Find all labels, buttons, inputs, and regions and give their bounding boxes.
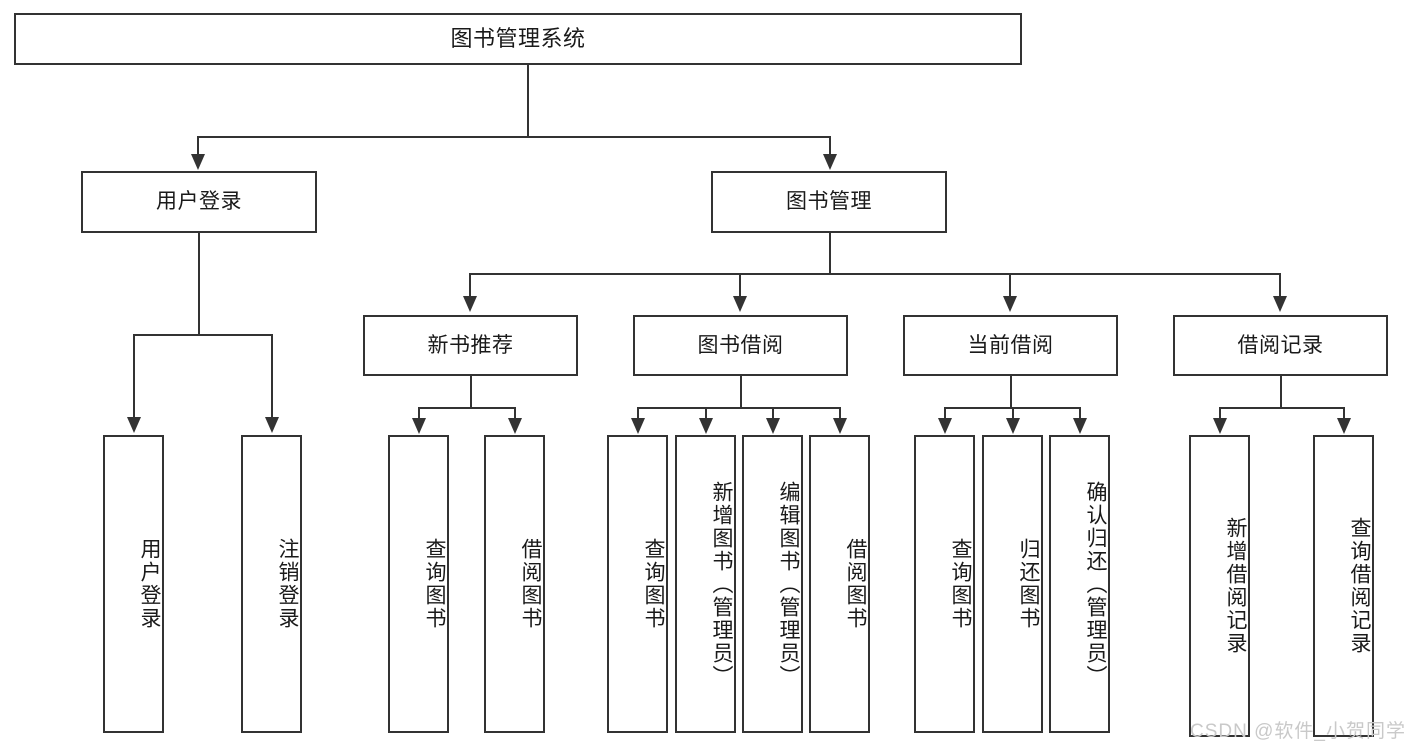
node-leaf-add-borrow-record[interactable]: 新增借阅记录 [1189,435,1250,737]
arrowhead-leaf-add-record [1213,418,1227,434]
node-leaf-query-book-current[interactable]: 查询图书 [914,435,975,733]
connector-user-login-drop-2 [271,334,273,418]
node-label: 查询图书 [642,538,665,630]
node-leaf-confirm-return-admin[interactable]: 确认归还（管理员） [1049,435,1110,733]
node-label: 查询图书 [949,538,972,630]
connector-book-borrow-bar [637,407,841,409]
node-root-book-management-system[interactable]: 图书管理系统 [14,13,1022,65]
arrowhead-book-borrow [733,296,747,312]
node-label: 查询图书 [423,538,446,630]
connector-br-drop-2 [1343,407,1345,419]
watermark-credit: CSDN @软件_小贺同学 [1190,721,1405,742]
arrowhead-leaf-user-logout [265,417,279,433]
node-leaf-borrow-book-recommend[interactable]: 借阅图书 [484,435,545,733]
connector-bb-drop-1 [637,407,639,419]
node-label: 新书推荐 [427,333,514,357]
node-label: 用户登录 [156,190,242,214]
connector-book-management-stem [829,233,831,275]
node-label: 图书管理系统 [450,25,586,51]
node-label: 借阅图书 [519,538,542,630]
connector-new-book-recommend-stem [470,376,472,408]
connector-bb-drop-2 [705,407,707,419]
connector-to-current-borrow [1009,273,1011,297]
arrowhead-leaf-user-login [127,417,141,433]
connector-to-borrow-record [1279,273,1281,297]
node-current-borrow[interactable]: 当前借阅 [903,315,1118,376]
connector-cb-drop-3 [1079,407,1081,419]
connector-br-drop-1 [1219,407,1221,419]
node-label: 用户登录 [138,538,161,630]
node-label: 新增图书（管理员） [710,480,733,688]
connector-to-book-management [829,136,831,156]
connector-borrow-record-bar [1219,407,1345,409]
arrowhead-leaf-add-book [699,418,713,434]
arrowhead-leaf-confirm-return [1073,418,1087,434]
node-leaf-query-book-recommend[interactable]: 查询图书 [388,435,449,733]
connector-level2-bar [197,136,831,138]
node-label: 新增借阅记录 [1224,517,1247,655]
arrowhead-user-login [191,154,205,170]
node-label: 当前借阅 [967,333,1054,357]
node-leaf-query-book-borrow[interactable]: 查询图书 [607,435,668,733]
connector-bb-drop-4 [839,407,841,419]
node-label: 归还图书 [1017,538,1040,630]
connector-to-book-borrow [739,273,741,297]
connector-book-borrow-stem [740,376,742,408]
node-leaf-query-borrow-record[interactable]: 查询借阅记录 [1313,435,1374,737]
connector-new-book-recommend-bar [418,407,516,409]
connector-level3-bar [469,273,1281,275]
connector-bb-drop-3 [772,407,774,419]
node-label: 图书管理 [786,190,872,214]
connector-nbr-drop-1 [418,407,420,419]
node-leaf-add-book-admin[interactable]: 新增图书（管理员） [675,435,736,733]
arrowhead-current-borrow [1003,296,1017,312]
node-leaf-return-book[interactable]: 归还图书 [982,435,1043,733]
arrowhead-new-book-recommend [463,296,477,312]
node-label: 图书借阅 [697,333,784,357]
connector-to-new-book-recommend [469,273,471,297]
arrowhead-leaf-query-book-2 [631,418,645,434]
connector-borrow-record-stem [1280,376,1282,408]
node-label: 确认归还（管理员） [1084,480,1107,688]
connector-user-login-stem [198,233,200,336]
node-book-management[interactable]: 图书管理 [711,171,947,233]
connector-root-stem [527,65,529,137]
connector-user-login-drop-1 [133,334,135,418]
arrowhead-leaf-borrow-book-2 [833,418,847,434]
connector-nbr-drop-2 [514,407,516,419]
node-leaf-user-login[interactable]: 用户登录 [103,435,164,733]
connector-current-borrow-stem [1010,376,1012,408]
arrowhead-leaf-return-book [1006,418,1020,434]
arrowhead-leaf-query-book-1 [412,418,426,434]
node-new-book-recommend[interactable]: 新书推荐 [363,315,578,376]
node-leaf-edit-book-admin[interactable]: 编辑图书（管理员） [742,435,803,733]
arrowhead-borrow-record [1273,296,1287,312]
node-leaf-user-logout[interactable]: 注销登录 [241,435,302,733]
node-borrow-record[interactable]: 借阅记录 [1173,315,1388,376]
connector-cb-drop-1 [944,407,946,419]
node-label: 编辑图书（管理员） [777,480,800,688]
arrowhead-book-management [823,154,837,170]
node-label: 注销登录 [276,538,299,630]
node-leaf-borrow-book-borrow[interactable]: 借阅图书 [809,435,870,733]
node-label: 借阅记录 [1237,333,1324,357]
arrowhead-leaf-edit-book [766,418,780,434]
connector-user-login-bar [133,334,272,336]
node-book-borrow[interactable]: 图书借阅 [633,315,848,376]
connector-to-user-login [197,136,199,156]
connector-cb-drop-2 [1012,407,1014,419]
arrowhead-leaf-borrow-book-1 [508,418,522,434]
node-label: 借阅图书 [844,538,867,630]
arrowhead-leaf-query-record [1337,418,1351,434]
node-label: 查询借阅记录 [1348,517,1371,655]
arrowhead-leaf-query-book-3 [938,418,952,434]
node-user-login[interactable]: 用户登录 [81,171,317,233]
